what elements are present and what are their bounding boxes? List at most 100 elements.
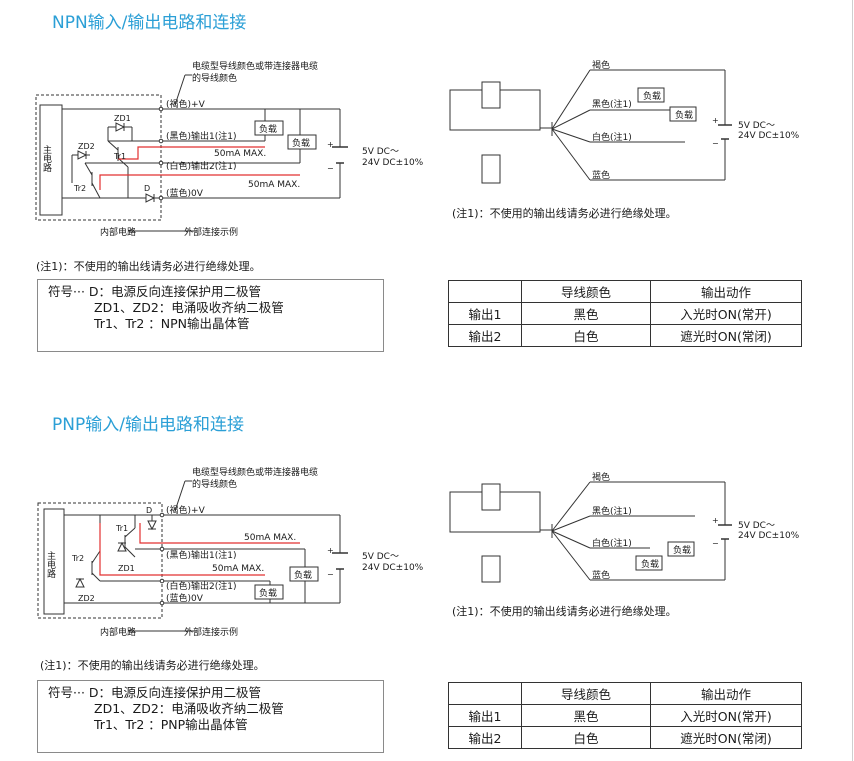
svg-text:D: D (146, 506, 152, 515)
table-header-cell (448, 682, 522, 705)
pnp-symbol-legend: 符号··· D：电源反向连接保护用二极管 ZD1、ZD2：电涌吸收齐纳二极管 T… (37, 680, 384, 753)
svg-text:24V DC±10%: 24V DC±10% (362, 563, 424, 573)
pnp-legend-line-1: 符号··· D：电源反向连接保护用二极管 (48, 685, 262, 700)
svg-text:负载: 负载 (259, 587, 277, 599)
table-cell: 遮光时ON(常闭) (650, 324, 802, 347)
table-cell: 白色 (521, 726, 651, 749)
svg-text:(蓝色)0V: (蓝色)0V (166, 187, 204, 199)
table-row: 输出1 黑色 入光时ON(常开) (448, 704, 802, 727)
svg-text:Tr1: Tr1 (115, 524, 128, 533)
svg-text:24V DC±10%: 24V DC±10% (738, 131, 800, 141)
npn-circuit-note: (注1)：不使用的输出线请务必进行绝缘处理。 (36, 260, 261, 273)
svg-text:+: + (712, 116, 719, 125)
svg-text:ZD2: ZD2 (78, 142, 95, 151)
npn-section-title: NPN输入/输出电路和连接 (52, 13, 247, 33)
table-cell: 黑色 (521, 704, 651, 727)
svg-text:(褐色)+V: (褐色)+V (166, 98, 206, 110)
table-header-cell: 导线颜色 (521, 280, 651, 303)
table-row: 输出2 白色 遮光时ON(常闭) (448, 324, 802, 347)
npn-legend-line-1: 符号··· D：电源反向连接保护用二极管 (48, 284, 262, 299)
pnp-legend-line-2: ZD1、ZD2：电涌吸收齐纳二极管 (94, 701, 284, 716)
svg-text:(黑色)输出1(注1): (黑色)输出1(注1) (166, 549, 237, 561)
table-header-cell (448, 280, 522, 303)
pnp-main-circuit-block (43, 508, 65, 615)
pnp-current-paths (99, 523, 300, 576)
npn-internal-circuit-box (35, 94, 162, 221)
svg-text:负载: 负载 (673, 544, 691, 556)
table-cell: 白色 (521, 324, 651, 347)
svg-text:5V DC～: 5V DC～ (738, 121, 775, 131)
svg-text:ZD1: ZD1 (118, 564, 135, 573)
svg-text:Tr1: Tr1 (113, 152, 126, 161)
pnp-legend-line-3: Tr1、Tr2 ：PNP输出晶体管 (94, 717, 248, 732)
pnp-output-table: 导线颜色 输出动作 输出1 黑色 入光时ON(常开) 输出2 白色 遮光时ON(… (448, 682, 802, 749)
table-cell: 输出1 (448, 704, 522, 727)
svg-text:主电路: 主电路 (45, 550, 56, 579)
svg-text:黑色(注1): 黑色(注1) (592, 505, 632, 517)
svg-text:白色(注1): 白色(注1) (592, 537, 632, 549)
svg-text:5V DC～: 5V DC～ (362, 552, 399, 562)
svg-text:主电路: 主电路 (41, 144, 52, 173)
npn-current-paths (99, 146, 300, 190)
svg-text:−: − (327, 570, 334, 579)
svg-text:+: + (327, 140, 334, 149)
svg-text:外部连接示例: 外部连接示例 (184, 226, 238, 238)
npn-circuit-diagram: 电缆型导线颜色或带连接器电缆 的导线颜色 (褐色)+V (黑色)输出1(注1) … (35, 60, 424, 238)
svg-text:(白色)输出2(注1): (白色)输出2(注1) (166, 160, 237, 172)
page-edge-divider (852, 0, 853, 761)
svg-text:ZD2: ZD2 (78, 594, 95, 603)
svg-text:黑色(注1): 黑色(注1) (592, 98, 632, 110)
svg-text:(白色)输出2(注1): (白色)输出2(注1) (166, 580, 237, 592)
svg-text:负载: 负载 (259, 123, 277, 135)
table-cell: 入光时ON(常开) (650, 302, 802, 325)
svg-text:负载: 负载 (643, 90, 661, 102)
svg-text:50mA MAX.: 50mA MAX. (244, 533, 296, 543)
svg-text:−: − (712, 139, 719, 148)
svg-text:D: D (144, 184, 150, 193)
svg-text:−: − (712, 539, 719, 548)
svg-text:−: − (327, 164, 334, 173)
svg-text:5V DC～: 5V DC～ (362, 147, 399, 157)
table-row: 输出2 白色 遮光时ON(常闭) (448, 726, 802, 749)
table-header-row: 导线颜色 输出动作 (448, 280, 802, 303)
table-cell: 入光时ON(常开) (650, 704, 802, 727)
svg-text:负载: 负载 (675, 109, 693, 121)
svg-text:+: + (712, 516, 719, 525)
table-cell: 黑色 (521, 302, 651, 325)
svg-text:5V DC～: 5V DC～ (738, 521, 775, 531)
svg-text:电缆型导线颜色或带连接器电缆: 电缆型导线颜色或带连接器电缆 (192, 60, 318, 72)
table-header-cell: 输出动作 (650, 682, 802, 705)
table-cell: 输出2 (448, 324, 522, 347)
npn-wiring-diagram: 褐色 黑色(注1) 白色(注1) 蓝色 负载 负载 5V DC～ 24V DC±… (449, 60, 800, 184)
npn-symbol-legend: 符号··· D：电源反向连接保护用二极管 ZD1、ZD2：电涌吸收齐纳二极管 T… (37, 279, 384, 352)
npn-output-table: 导线颜色 输出动作 输出1 黑色 入光时ON(常开) 输出2 白色 遮光时ON(… (448, 280, 802, 347)
svg-text:ZD1: ZD1 (114, 114, 131, 123)
svg-text:负载: 负载 (294, 569, 312, 581)
svg-text:(蓝色)0V: (蓝色)0V (166, 592, 204, 604)
table-cell: 输出1 (448, 302, 522, 325)
table-row: 输出1 黑色 入光时ON(常开) (448, 302, 802, 325)
svg-text:电缆型导线颜色或带连接器电缆: 电缆型导线颜色或带连接器电缆 (192, 466, 318, 478)
svg-text:蓝色: 蓝色 (592, 569, 610, 581)
svg-text:50mA MAX.: 50mA MAX. (212, 564, 264, 574)
svg-text:的导线颜色: 的导线颜色 (192, 478, 237, 490)
svg-text:蓝色: 蓝色 (592, 169, 610, 181)
pnp-wiring-diagram: 褐色 黑色(注1) 白色(注1) 蓝色 负载 负载 5V DC～ 24V DC±… (449, 471, 800, 583)
npn-legend-line-2: ZD1、ZD2：电涌吸收齐纳二极管 (94, 300, 284, 315)
svg-text:内部电路: 内部电路 (100, 626, 136, 638)
pnp-wiring-note: (注1)：不使用的输出线请务必进行绝缘处理。 (452, 605, 677, 618)
svg-text:负载: 负载 (641, 558, 659, 570)
svg-text:的导线颜色: 的导线颜色 (192, 72, 237, 84)
svg-text:50mA MAX.: 50mA MAX. (214, 149, 266, 159)
table-cell: 遮光时ON(常闭) (650, 726, 802, 749)
svg-text:+: + (327, 546, 334, 555)
svg-text:Tr2: Tr2 (71, 554, 84, 563)
pnp-internal-circuit-box (37, 502, 163, 619)
svg-text:24V DC±10%: 24V DC±10% (362, 158, 424, 168)
table-header-row: 导线颜色 输出动作 (448, 682, 802, 705)
svg-text:(黑色)输出1(注1): (黑色)输出1(注1) (166, 130, 237, 142)
npn-legend-line-3: Tr1、Tr2 ：NPN输出晶体管 (94, 316, 250, 331)
svg-text:24V DC±10%: 24V DC±10% (738, 531, 800, 541)
svg-text:50mA MAX.: 50mA MAX. (248, 180, 300, 190)
table-header-cell: 导线颜色 (521, 682, 651, 705)
